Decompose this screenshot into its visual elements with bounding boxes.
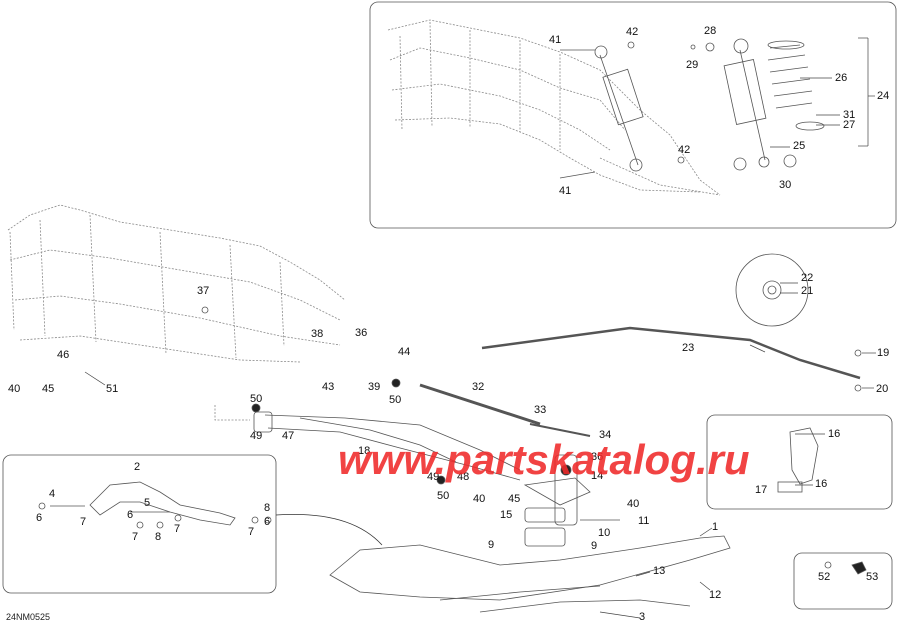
callout-15: 15 [500, 509, 513, 521]
callout-8: 8 [155, 531, 162, 543]
callout-50: 50 [389, 394, 402, 406]
callout-29: 29 [686, 59, 699, 71]
ski [329, 535, 731, 613]
callout-41: 41 [549, 34, 562, 46]
stabilizer-bar [481, 326, 861, 380]
callout-21: 21 [801, 285, 814, 297]
hardware-items [201, 280, 867, 575]
rods [419, 326, 861, 437]
callout-7: 7 [248, 526, 255, 538]
callout-12: 12 [709, 589, 722, 601]
document-code: 24NM0525 [6, 612, 51, 622]
handle-inset [706, 414, 893, 510]
callout-32: 32 [472, 381, 485, 393]
callout-42: 42 [626, 26, 639, 38]
callout-7: 7 [132, 531, 139, 543]
callout-22: 22 [801, 272, 814, 284]
callout-46: 46 [57, 349, 70, 361]
callout-25: 25 [793, 140, 806, 152]
callout-10: 10 [598, 527, 611, 539]
callout-45: 45 [42, 383, 55, 395]
callout-14: 14 [591, 470, 604, 482]
callout-40: 40 [8, 383, 21, 395]
callout-20: 20 [876, 383, 889, 395]
callout-40: 40 [627, 498, 640, 510]
callout-41: 41 [559, 185, 572, 197]
callout-48: 48 [457, 471, 470, 483]
callout-45: 45 [508, 493, 521, 505]
callout-43: 43 [322, 381, 335, 393]
callout-30: 30 [779, 179, 792, 191]
callout-8: 8 [264, 502, 271, 514]
callout-13: 13 [653, 565, 666, 577]
callout-23: 23 [682, 342, 695, 354]
shock-detail-inset [369, 1, 897, 229]
shock-absorber-installed [594, 45, 644, 172]
ski-leg-inset [2, 454, 277, 594]
callout-5: 5 [144, 497, 151, 509]
callout-7: 7 [174, 523, 181, 535]
callout-6: 6 [127, 509, 134, 521]
callout-24: 24 [877, 90, 890, 102]
top-bolts [559, 41, 685, 179]
callout-36: 36 [591, 451, 604, 463]
callout-44: 44 [398, 346, 411, 358]
callout-33: 33 [534, 404, 547, 416]
callout-36: 36 [355, 327, 368, 339]
callout-31: 31 [843, 109, 856, 121]
callout-39: 39 [368, 381, 381, 393]
callout-50: 50 [437, 490, 450, 502]
bushing-detail-circle [735, 253, 809, 327]
callout-4: 4 [49, 488, 56, 500]
callout-16: 16 [815, 478, 828, 490]
watermark-text: www.partskatalog.ru [338, 436, 750, 483]
callout-40: 40 [473, 493, 486, 505]
callout-50: 50 [250, 393, 263, 405]
callout-42: 42 [678, 144, 691, 156]
callout-9: 9 [488, 539, 495, 551]
callout-27: 27 [843, 119, 856, 131]
callout-52: 52 [818, 571, 831, 583]
hardware-inset [793, 552, 893, 610]
callout-53: 53 [866, 571, 879, 583]
callout-6: 6 [36, 512, 43, 524]
callout-1: 1 [712, 521, 719, 533]
callout-18: 18 [358, 445, 371, 457]
callout-26: 26 [835, 72, 848, 84]
callout-19: 19 [877, 347, 890, 359]
callout-28: 28 [704, 25, 717, 37]
callout-17: 17 [755, 484, 768, 496]
callout-9: 9 [591, 540, 598, 552]
callout-16: 16 [828, 428, 841, 440]
callout-38: 38 [311, 328, 324, 340]
shock-absorber-exploded [690, 38, 825, 171]
main-frame-sketch [7, 204, 346, 421]
pointer-arrow [275, 514, 383, 546]
callout-34: 34 [599, 429, 612, 441]
handle-exploded [777, 427, 819, 493]
leader-lines [84, 37, 876, 619]
frame-sketch-top [387, 19, 721, 196]
callout-3: 3 [639, 611, 646, 623]
callout-49: 49 [250, 430, 263, 442]
ski-leg-exploded [38, 481, 272, 529]
callout-49: 49 [427, 471, 440, 483]
a-arm [253, 411, 521, 481]
callout-51: 51 [106, 383, 119, 395]
callout-47: 47 [282, 430, 295, 442]
spindle [523, 454, 620, 547]
callout-37: 37 [197, 285, 210, 297]
callout-2: 2 [134, 461, 141, 473]
callout-6: 6 [264, 516, 271, 528]
callout-7: 7 [80, 516, 87, 528]
callout-11: 11 [638, 515, 650, 527]
